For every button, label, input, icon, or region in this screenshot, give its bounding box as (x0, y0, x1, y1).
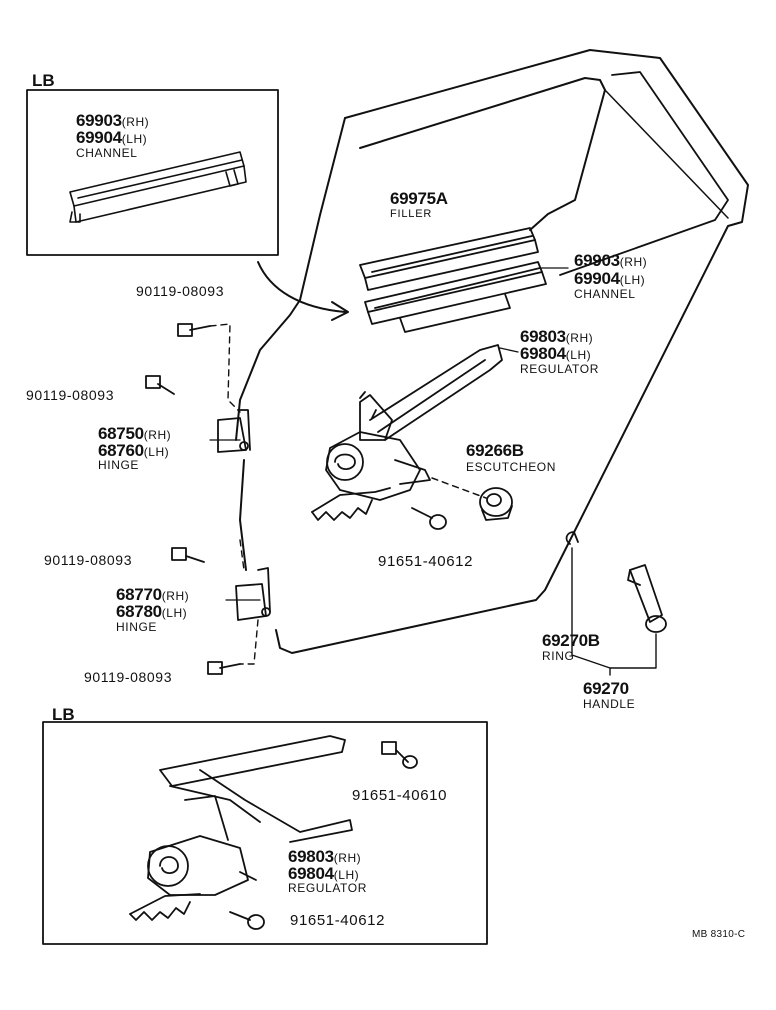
inset-box-bottom (42, 721, 488, 945)
inset-bolt-bottom-label: 91651-40612 (290, 912, 386, 929)
handle-part (627, 564, 667, 633)
filler-name: FILLER (390, 208, 433, 220)
inset-bolt-top-label: 91651-40610 (352, 787, 448, 804)
channel-name: CHANNEL (574, 287, 636, 301)
inset-reg-name: REGULATOR (288, 881, 367, 895)
inset-bolt-top (381, 741, 418, 769)
ring-part (565, 531, 579, 545)
ring-name: RING (542, 649, 575, 663)
handle-number: 69270 (583, 679, 629, 698)
regulator-name: REGULATOR (520, 362, 599, 376)
hinge-lower-name: HINGE (116, 620, 158, 634)
regulator-lh: 69804(LH) (520, 344, 592, 363)
inset-box-top (26, 89, 279, 256)
window-quarter (559, 71, 729, 276)
channel-rh: 69903(RH) (574, 251, 648, 270)
inset-top-tag: LB (32, 71, 55, 90)
inset-regulator (129, 735, 353, 921)
hinge-upper-part (217, 409, 251, 453)
handle-leader (609, 633, 657, 676)
door-outline (275, 49, 749, 654)
bolt-label-2: 90119-08093 (26, 387, 115, 403)
dash-leader (431, 477, 487, 499)
hinge-lower-rh: 68770(RH) (116, 585, 190, 604)
inset-arrow (257, 261, 346, 313)
hinge-upper-rh: 68750(RH) (98, 424, 172, 443)
hinge-upper-name: HINGE (98, 458, 140, 472)
escutcheon-number: 69266B (466, 441, 524, 460)
inset-channel-rh: 69903(RH) (76, 111, 150, 130)
hinge-lower-lh: 68780(LH) (116, 602, 188, 621)
ring-leader (571, 547, 611, 669)
inset-reg-rh: 69803(RH) (288, 847, 362, 866)
hinge-lower-part (235, 567, 271, 621)
regulator-part (311, 344, 503, 521)
bolt-hinge-1 (189, 325, 211, 331)
door-front-edge (235, 117, 346, 571)
inset-bolt-bottom (229, 911, 265, 930)
bolt-hinge-3 (185, 555, 205, 563)
filler-number: 69975A (390, 189, 448, 208)
bolt-regulator (411, 507, 447, 530)
reference-code: MB 8310-C (692, 929, 746, 940)
handle-name: HANDLE (583, 697, 636, 711)
channel-lh: 69904(LH) (574, 269, 646, 288)
regulator-rh: 69803(RH) (520, 327, 594, 346)
escutcheon-name: ESCUTCHEON (466, 460, 557, 474)
inset-reg-lh: 69804(LH) (288, 864, 360, 883)
channel-part (364, 261, 547, 333)
hinge-upper-lh: 68760(LH) (98, 441, 170, 460)
bolt-label-regulator: 91651-40612 (378, 553, 474, 570)
inset-channel-name: CHANNEL (76, 146, 138, 160)
inset-bottom-tag: LB (52, 705, 75, 724)
inset-channel-lh: 69904(LH) (76, 128, 148, 147)
bolt-hinge-4 (219, 663, 241, 669)
inset-channel (69, 151, 247, 223)
bolt-label-4: 90119-08093 (84, 669, 173, 685)
ring-number: 69270B (542, 631, 600, 650)
bolt-label-3: 90119-08093 (44, 552, 133, 568)
filler-part (359, 227, 539, 291)
escutcheon-part (479, 487, 513, 521)
bolt-label-1: 90119-08093 (136, 283, 225, 299)
